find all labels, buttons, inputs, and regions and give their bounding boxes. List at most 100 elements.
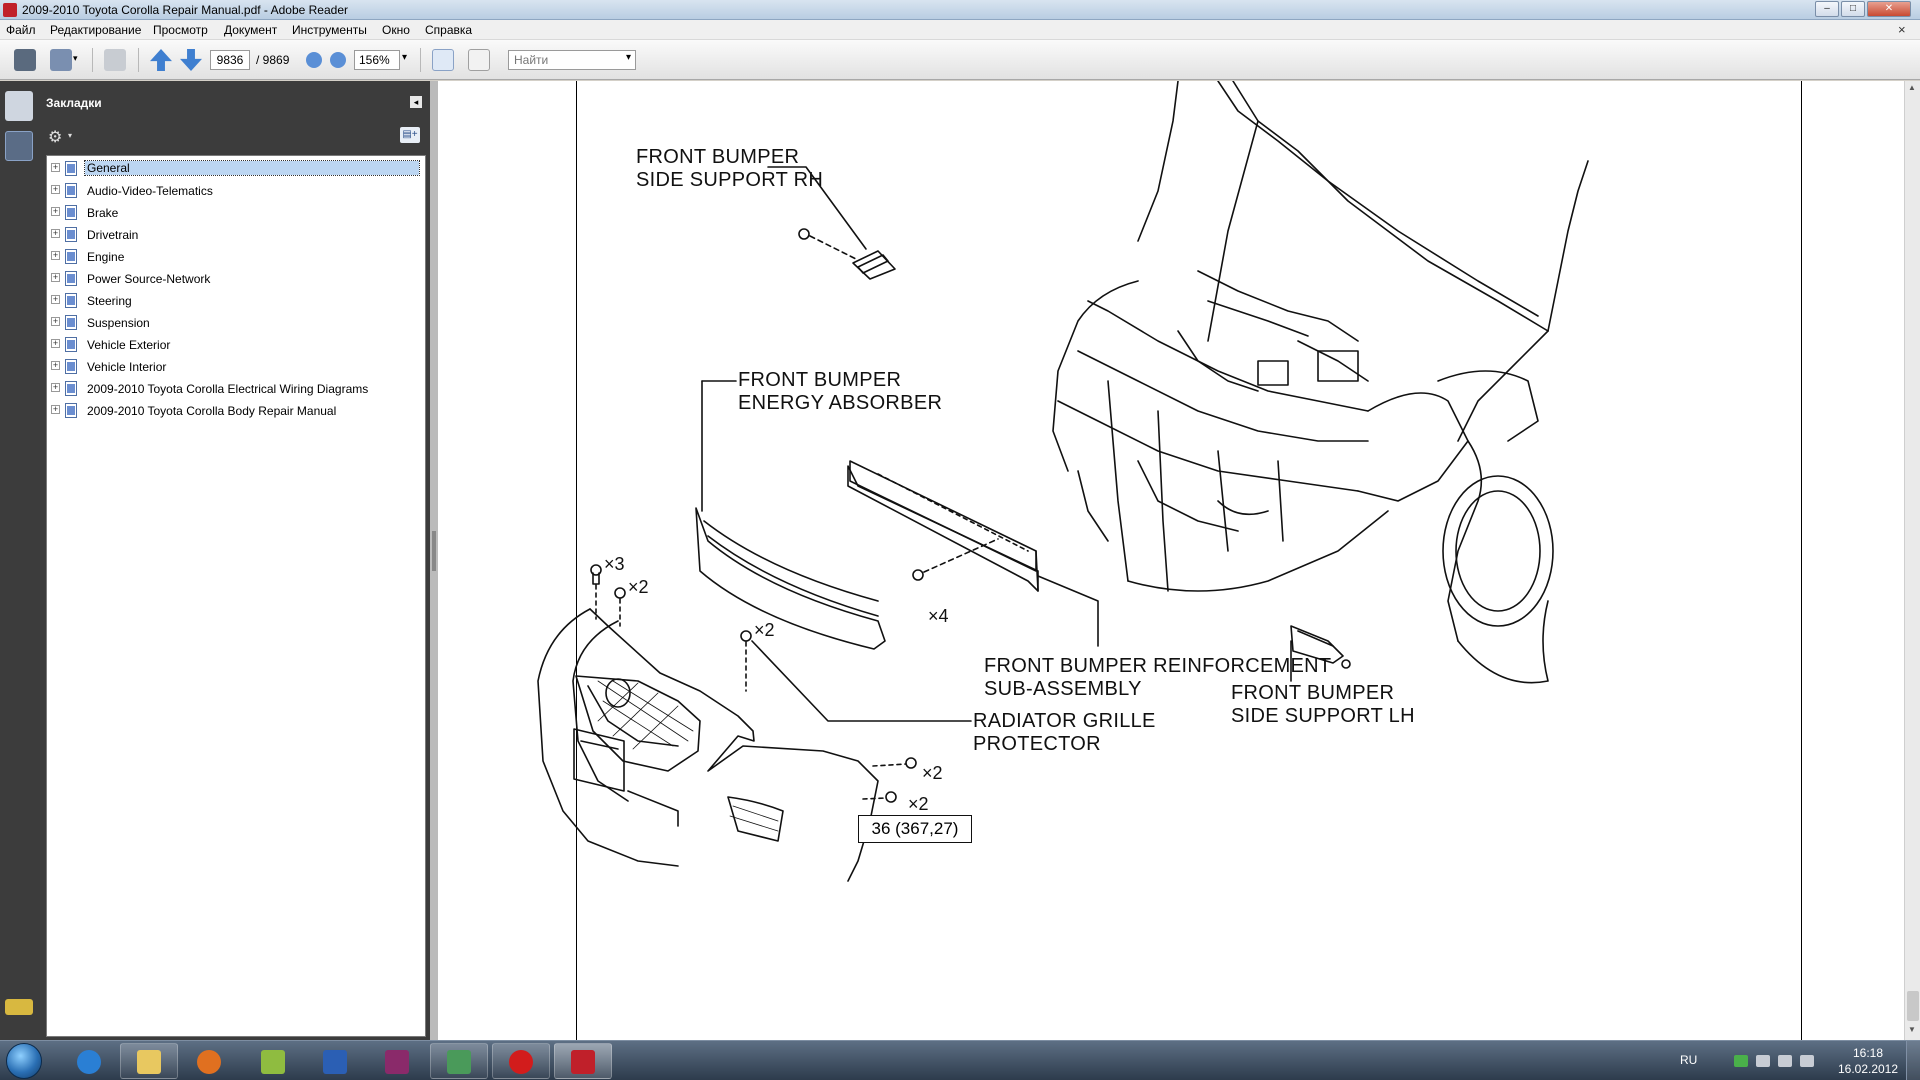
vertical-scrollbar[interactable]: ▲ ▼ [1904,81,1920,1040]
page-border-right [1801,81,1802,1040]
zoom-in-icon[interactable] [330,52,346,68]
taskbar-media-player[interactable] [180,1043,238,1079]
taskbar-opera[interactable] [492,1043,550,1079]
expand-icon[interactable]: + [51,206,60,216]
reinforcement-part [847,460,1099,647]
menu-tools[interactable]: Инструменты [292,23,367,37]
document-view[interactable]: FRONT BUMPER SIDE SUPPORT RH FRONT BUMPE… [438,81,1904,1040]
new-bookmark-icon[interactable]: ▤+ [400,127,420,143]
expand-icon[interactable]: + [51,294,60,304]
bookmark-label: Drivetrain [87,228,139,242]
tray-expand-icon[interactable] [1712,1055,1726,1067]
taskbar-app-green[interactable] [244,1043,302,1079]
attach-dropdown-icon[interactable]: ▾ [73,53,78,63]
expand-icon[interactable]: + [51,162,60,172]
qty-clip-second: ×2 [628,577,649,597]
bookmark-item-suspension[interactable]: + Suspension [47,312,421,334]
maximize-button[interactable]: □ [1841,1,1865,17]
bookmark-tree[interactable]: + General + Audio-Video-Telematics + Bra… [46,155,426,1037]
start-button[interactable] [6,1043,42,1079]
scrollbar-thumb[interactable] [1907,991,1919,1021]
fit-page-icon[interactable] [468,49,490,71]
bookmark-page-icon [65,315,77,330]
minimize-button[interactable]: – [1815,1,1839,17]
taskbar-internet-explorer[interactable] [60,1043,118,1079]
bookmark-item-vehicle-exterior[interactable]: + Vehicle Exterior [47,334,421,356]
page-thumbnails-icon[interactable] [5,91,33,121]
menu-document[interactable]: Документ [224,23,278,37]
pdf-page: FRONT BUMPER SIDE SUPPORT RH FRONT BUMPE… [438,81,1904,1040]
bookmark-item-audio-video-telematics[interactable]: + Audio-Video-Telematics [47,180,421,202]
find-input[interactable]: Найти [508,50,636,70]
print-icon[interactable] [14,49,36,71]
taskbar-winrar[interactable] [368,1043,426,1079]
clock-date[interactable]: 16.02.2012 [1837,1062,1899,1076]
qty-clip-top: ×3 [604,554,625,574]
page-number-input[interactable]: 9836 [210,50,250,70]
label-grille-protector-line1: RADIATOR GRILLE [973,710,1156,732]
volume-icon[interactable] [1756,1055,1770,1067]
next-page-icon[interactable] [180,49,202,71]
panel-splitter[interactable] [430,81,438,1040]
scroll-down-icon[interactable]: ▼ [1908,1025,1916,1034]
expand-icon[interactable]: + [51,250,60,260]
comments-icon[interactable] [5,999,33,1015]
flag-icon[interactable] [1800,1055,1814,1067]
menu-file[interactable]: Файл [6,23,36,37]
taskbar-word[interactable] [306,1043,364,1079]
zoom-level-input[interactable]: 156% [354,50,400,70]
menu-edit[interactable]: Редактирование [50,23,142,37]
attach-icon[interactable] [50,49,72,71]
close-button[interactable]: ✕ [1867,1,1911,17]
bookmark-item-brake[interactable]: + Brake [47,202,421,224]
bookmark-item-drivetrain[interactable]: + Drivetrain [47,224,421,246]
show-desktop-button[interactable] [1906,1041,1920,1080]
bookmark-item-general[interactable]: + General [47,158,421,180]
expand-icon[interactable]: + [51,316,60,326]
scroll-up-icon[interactable]: ▲ [1908,83,1916,92]
taskbar-network-tool[interactable] [430,1043,488,1079]
bookmarks-icon[interactable] [5,131,33,161]
zoom-out-icon[interactable] [306,52,322,68]
title-bar[interactable]: 2009-2010 Toyota Corolla Repair Manual.p… [0,0,1920,20]
collapse-panel-icon[interactable]: ◂ [410,96,422,108]
expand-icon[interactable]: + [51,404,60,414]
options-gear-icon[interactable]: ⚙ [48,129,63,146]
bumper-cover-part [537,564,972,882]
zoom-dropdown-icon[interactable]: ▾ [402,52,408,63]
tray-app-icon[interactable] [1734,1055,1748,1067]
expand-icon[interactable]: + [51,338,60,348]
folder-icon [137,1050,161,1074]
expand-icon[interactable]: + [51,360,60,370]
menu-help[interactable]: Справка [425,23,473,37]
expand-icon[interactable]: + [51,382,60,392]
fit-width-icon[interactable] [432,49,454,71]
bookmark-item-vehicle-interior[interactable]: + Vehicle Interior [47,356,421,378]
language-indicator[interactable]: RU [1680,1053,1698,1067]
find-dropdown-icon[interactable]: ▾ [626,52,632,63]
options-dropdown-icon[interactable]: ▾ [68,131,73,140]
taskbar-explorer[interactable] [120,1043,178,1079]
expand-icon[interactable]: + [51,228,60,238]
bookmark-item-steering[interactable]: + Steering [47,290,421,312]
menu-window[interactable]: Окно [382,23,410,37]
expand-icon[interactable]: + [51,184,60,194]
menu-view[interactable]: Просмотр [153,23,208,37]
bookmark-item-engine[interactable]: + Engine [47,246,421,268]
bookmark-page-icon [65,249,77,264]
expand-icon[interactable]: + [51,272,60,282]
bookmark-label: 2009-2010 Toyota Corolla Body Repair Man… [87,404,337,418]
splitter-grip[interactable] [432,531,436,571]
network-icon[interactable] [1778,1055,1792,1067]
bookmark-label: Steering [87,294,132,308]
share-icon[interactable] [104,49,126,71]
taskbar-adobe-reader[interactable] [554,1043,612,1079]
bookmark-item-body-repair-manual[interactable]: + 2009-2010 Toyota Corolla Body Repair M… [47,400,421,422]
bookmark-item-power-source-network[interactable]: + Power Source-Network [47,268,421,290]
previous-page-icon[interactable] [150,49,172,71]
close-document-icon[interactable]: × [1898,22,1906,37]
bookmark-item-electrical-wiring-diagrams[interactable]: + 2009-2010 Toyota Corolla Electrical Wi… [47,378,421,400]
clock-time[interactable]: 16:18 [1852,1046,1884,1060]
bookmark-page-icon [65,359,77,374]
